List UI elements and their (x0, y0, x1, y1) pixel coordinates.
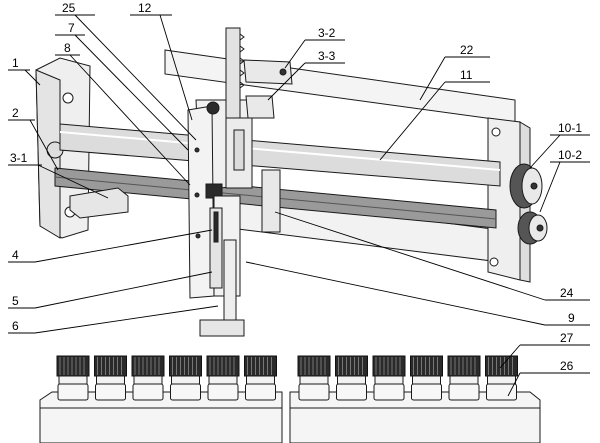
left-vial-6 (244, 355, 277, 401)
label-3-3: 3-3 (318, 49, 336, 63)
left-vial-5 (206, 355, 240, 401)
label-1: 1 (12, 56, 19, 70)
right-vial-1 (297, 355, 331, 401)
carriage-bolt-3 (195, 233, 201, 239)
label-10-2: 10-2 (558, 148, 582, 162)
right-vial-4 (410, 355, 443, 401)
left-vial-3 (131, 355, 165, 401)
label-6: 6 (12, 319, 19, 333)
top-clamp-bolt (279, 68, 287, 76)
side-clamp (245, 95, 275, 119)
label-10-1: 10-1 (558, 121, 582, 135)
inner-bracket (261, 169, 281, 233)
gear-upper-hub (530, 182, 538, 190)
label-8: 8 (64, 41, 71, 55)
right-frame-hole-bottom (489, 257, 499, 267)
label-11: 11 (460, 68, 473, 82)
knob (206, 101, 220, 115)
upper-guide-rod-highlight (59, 131, 501, 171)
probe-lower (223, 239, 237, 329)
right-frame-hole-top (491, 127, 501, 137)
carriage-bolt-2 (194, 192, 200, 198)
left-bracket (69, 187, 129, 219)
probe-arm-inner (209, 207, 223, 289)
left-vial-4 (169, 355, 202, 401)
label-3-2: 3-2 (318, 26, 336, 40)
upper-guide-rod (59, 123, 501, 187)
right-vial-3 (372, 355, 406, 401)
right-vial-6 (485, 355, 518, 401)
label-2: 2 (12, 106, 19, 120)
label-5: 5 (12, 294, 19, 308)
motor-block-side (233, 129, 245, 171)
label-26: 26 (560, 359, 574, 373)
label-24: 24 (560, 286, 574, 300)
label-12: 12 (138, 1, 152, 15)
probe-tip (199, 319, 245, 337)
label-4: 4 (12, 248, 19, 262)
label-27: 27 (560, 331, 574, 345)
left-frame-hole-top (62, 92, 74, 104)
label-22: 22 (460, 43, 474, 57)
vial-row-right (297, 355, 518, 401)
top-clamp (243, 59, 293, 85)
right-vial-2 (335, 355, 368, 401)
gear-lower-hub (536, 224, 544, 232)
left-vial-1 (56, 355, 90, 401)
label-25: 25 (62, 1, 76, 15)
label-7: 7 (68, 21, 75, 35)
label-9: 9 (568, 311, 575, 325)
probe-slot (213, 211, 219, 243)
left-vial-2 (94, 355, 127, 401)
right-vial-5 (447, 355, 481, 401)
carriage-bolt-1 (194, 147, 200, 153)
vial-row-left (56, 355, 277, 401)
base-left (39, 391, 283, 443)
leader-lines (8, 14, 590, 397)
label-3-1: 3-1 (10, 151, 28, 165)
